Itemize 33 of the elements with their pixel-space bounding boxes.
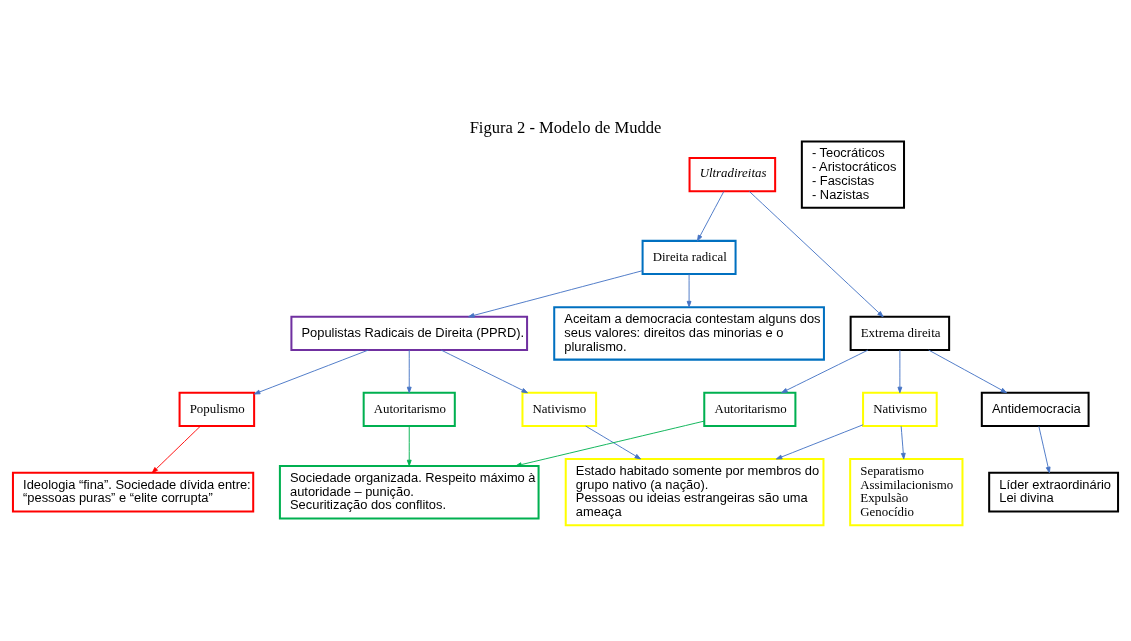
node-box: Líder extraordinário Lei divina bbox=[988, 471, 1120, 513]
node-box: - Teocráticos - Aristocráticos - Fascistas - Nazistas bbox=[800, 140, 906, 209]
node-box: Extrema direita bbox=[849, 315, 951, 351]
arrow bbox=[686, 273, 692, 308]
arrow bbox=[697, 191, 725, 242]
arrow bbox=[897, 349, 903, 394]
node-box: Nativismo bbox=[521, 391, 598, 427]
arrow bbox=[253, 349, 369, 395]
arrow bbox=[151, 425, 201, 474]
arrow bbox=[406, 425, 412, 467]
node-box: Autoritarismo bbox=[362, 391, 456, 427]
arrow bbox=[928, 349, 1007, 394]
arrow bbox=[585, 425, 641, 460]
arrow bbox=[468, 270, 643, 318]
node-box: Ultradireitas bbox=[688, 157, 777, 193]
arrow bbox=[515, 420, 705, 467]
node-box: Antidemocracia bbox=[980, 391, 1090, 427]
node-box: Nativismo bbox=[862, 391, 938, 427]
diagram-title: Figura 2 - Modelo de Mudde bbox=[469, 117, 662, 137]
arrow bbox=[781, 349, 869, 394]
node-box: Populismo bbox=[178, 391, 256, 427]
arrow bbox=[406, 349, 412, 394]
node-box: Estado habitado somente por membros do grupo nativo (a nação). Pessoas ou ideias estrangeiras são uma ameaça bbox=[564, 458, 825, 527]
node-box: Autoritarismo bbox=[703, 391, 797, 427]
node-box: Ideologia “fina”. Sociedade dívida entre: “pessoas puras” e “elite corrupta” bbox=[11, 471, 255, 513]
arrow bbox=[440, 349, 528, 394]
arrow bbox=[748, 190, 884, 318]
node-box: Aceitam a democracia contestam alguns dos seus valores: direitos das minorias e o pluralismo. bbox=[553, 306, 825, 361]
arrow bbox=[775, 424, 864, 460]
node-box: Separatismo Assimilacionismo Expulsão Genocídio bbox=[849, 458, 964, 527]
arrow bbox=[1038, 425, 1051, 474]
node-box: Direita radical bbox=[641, 239, 737, 276]
arrow bbox=[900, 425, 906, 460]
